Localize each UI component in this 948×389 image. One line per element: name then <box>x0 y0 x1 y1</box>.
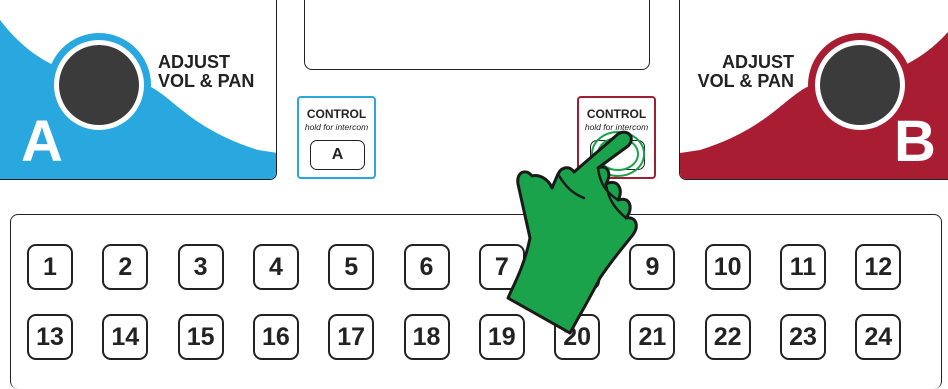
channel-key-11[interactable]: 11 <box>780 244 826 290</box>
channel-key-22[interactable]: 22 <box>705 314 751 360</box>
channel-key-10[interactable]: 10 <box>705 244 751 290</box>
channel-key-16[interactable]: 16 <box>253 314 299 360</box>
channel-key-24[interactable]: 24 <box>855 314 901 360</box>
channel-b-panel: ADJUST VOL & PAN B <box>679 0 948 180</box>
channel-key-4[interactable]: 4 <box>253 244 299 290</box>
channel-keypad: 123456789101112131415161718192021222324 <box>10 214 942 389</box>
control-subtitle-a: hold for intercom <box>299 122 374 132</box>
channel-a-panel: ADJUST VOL & PAN A <box>0 0 277 180</box>
volume-pan-knob-b[interactable] <box>820 45 900 125</box>
adjust-vol-pan-label-a: ADJUST VOL & PAN <box>158 53 254 91</box>
channel-key-1[interactable]: 1 <box>27 244 73 290</box>
channel-key-6[interactable]: 6 <box>404 244 450 290</box>
adjust-vol-pan-label-b: ADJUST VOL & PAN <box>692 53 794 91</box>
channel-key-13[interactable]: 13 <box>27 314 73 360</box>
channel-key-5[interactable]: 5 <box>328 244 374 290</box>
display-screen <box>304 0 650 70</box>
channel-key-18[interactable]: 18 <box>404 314 450 360</box>
control-button-a[interactable]: A <box>310 140 365 170</box>
channel-key-14[interactable]: 14 <box>102 314 148 360</box>
channel-key-3[interactable]: 3 <box>178 244 224 290</box>
control-title-b: CONTROL <box>579 107 654 121</box>
channel-key-15[interactable]: 15 <box>178 314 224 360</box>
channel-key-12[interactable]: 12 <box>855 244 901 290</box>
channel-letter-b: B <box>894 113 936 171</box>
hand-pointer-icon <box>500 128 650 343</box>
channel-letter-a: A <box>21 113 63 171</box>
channel-key-17[interactable]: 17 <box>328 314 374 360</box>
control-title-a: CONTROL <box>299 107 374 121</box>
channel-key-2[interactable]: 2 <box>102 244 148 290</box>
control-box-a: CONTROL hold for intercom A <box>297 96 376 179</box>
channel-key-23[interactable]: 23 <box>780 314 826 360</box>
volume-pan-knob-a[interactable] <box>59 45 139 125</box>
